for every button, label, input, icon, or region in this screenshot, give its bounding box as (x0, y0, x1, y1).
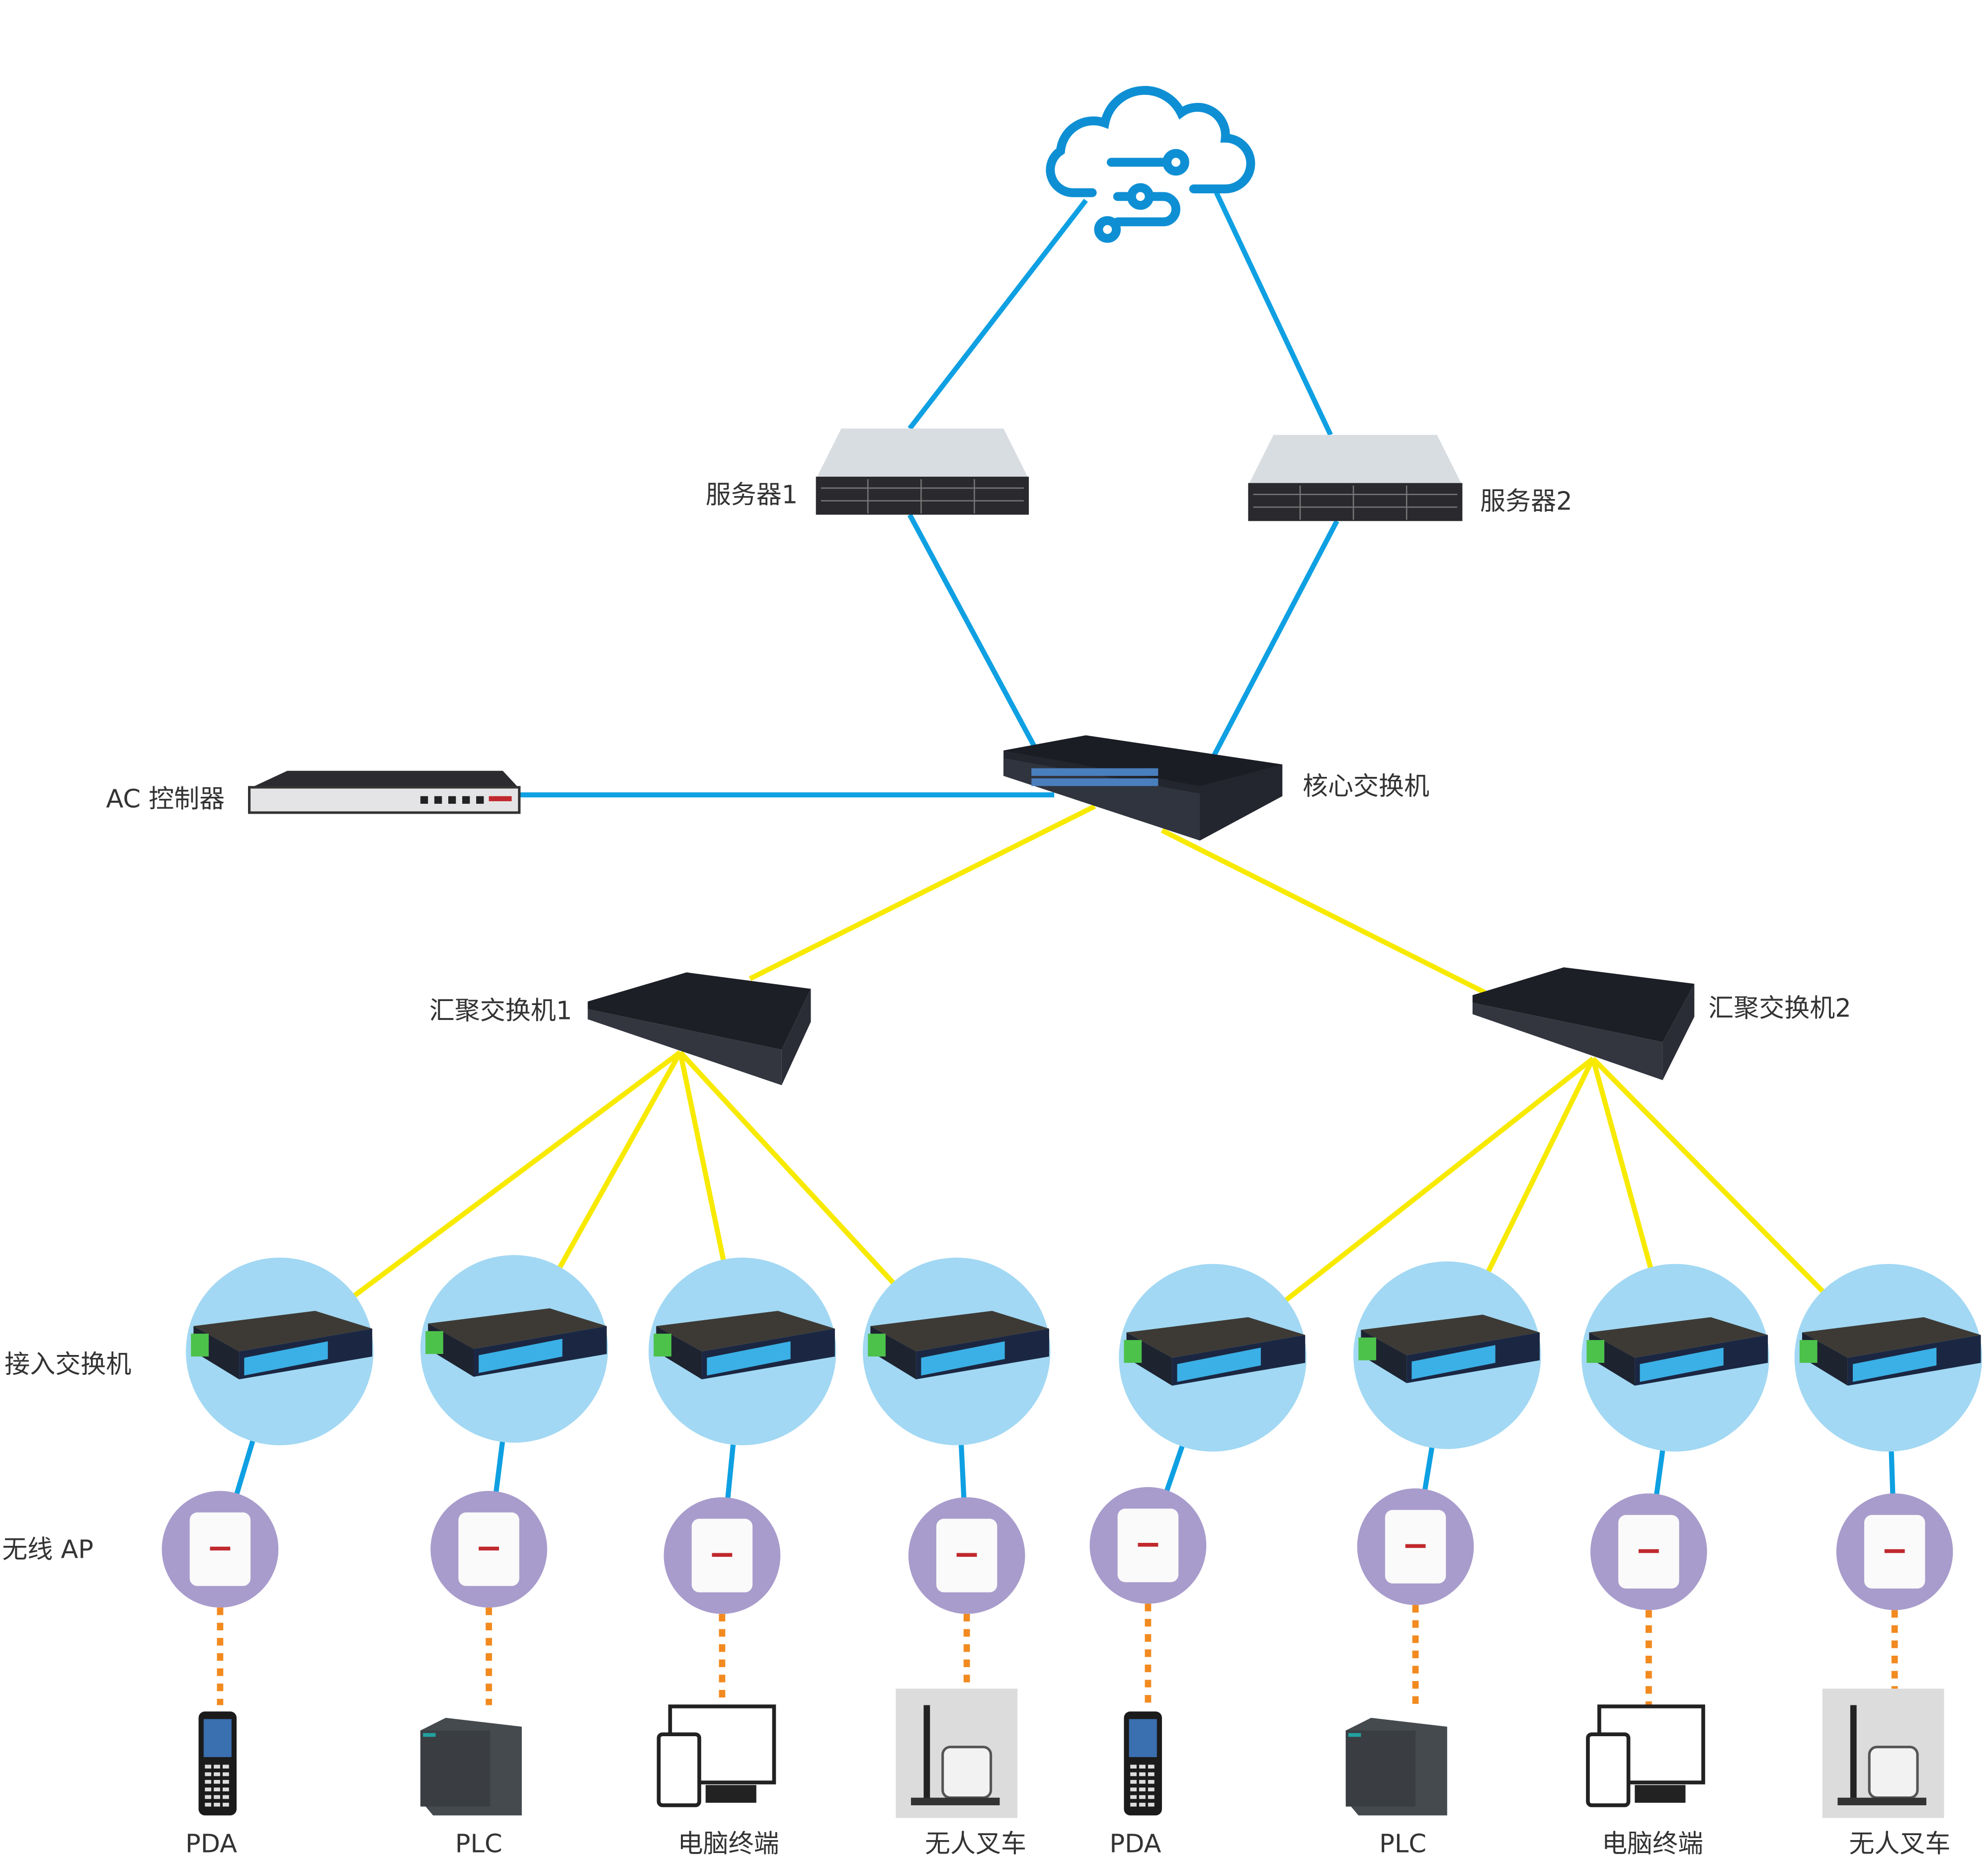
access-switch[interactable] (1119, 1264, 1307, 1452)
access-switch[interactable] (420, 1255, 608, 1443)
terminal-block-icon (191, 1334, 209, 1357)
forklift-device[interactable] (1822, 1688, 1944, 1818)
brand-logo-icon (479, 1546, 499, 1551)
core-switch[interactable] (1003, 735, 1283, 841)
brand-logo-icon (1138, 1543, 1159, 1547)
server-1-label: 服务器1 (706, 481, 798, 510)
forklift-device[interactable] (896, 1688, 1018, 1818)
terminal-label: 无人叉车 (1849, 1829, 1950, 1856)
access-switch[interactable] (1794, 1264, 1983, 1452)
server-2-core-link (1210, 519, 1339, 759)
brand-logo-icon (712, 1553, 733, 1557)
wireless-ap[interactable] (1357, 1488, 1474, 1605)
access-switch[interactable] (186, 1258, 374, 1445)
plc-device[interactable] (420, 1717, 522, 1816)
brand-logo-icon (1884, 1549, 1905, 1553)
access-switch-row-label: 接入交换机 (4, 1350, 131, 1379)
terminal-label: 电脑终端 (678, 1829, 779, 1856)
core-switch-label: 核心交换机 (1303, 772, 1429, 801)
ac-controller[interactable] (248, 770, 521, 814)
wireless-ap[interactable] (1590, 1493, 1707, 1610)
wireless-ap[interactable] (1089, 1487, 1207, 1604)
terminal-block-icon (1586, 1340, 1605, 1363)
brand-logo-icon (210, 1546, 231, 1551)
access-switch[interactable] (648, 1258, 836, 1445)
aggregation-switch-1-label: 汇聚交换机1 (429, 997, 572, 1026)
links (217, 191, 1898, 1705)
wireless-ap[interactable] (663, 1497, 781, 1614)
brand-logo-icon (1638, 1549, 1659, 1553)
server-2-label: 服务器2 (1480, 487, 1572, 516)
core-aggregation-2-link (1160, 828, 1487, 995)
plc-device[interactable] (1345, 1717, 1447, 1816)
aggregation-switch-2[interactable] (1472, 967, 1695, 1081)
pda-device[interactable] (198, 1711, 237, 1816)
aggregation-switch-1[interactable] (587, 972, 811, 1086)
cloud-network-icon (1046, 85, 1255, 243)
terminal-block-icon (654, 1334, 671, 1357)
wireless-ap[interactable] (430, 1491, 547, 1608)
terminal-block-icon (425, 1331, 443, 1354)
brand-logo-icon (956, 1553, 977, 1557)
access-switch[interactable] (1581, 1264, 1769, 1452)
wireless-ap[interactable] (908, 1497, 1025, 1614)
pda-device[interactable] (1124, 1711, 1162, 1816)
terminal-label: 无人叉车 (925, 1829, 1026, 1856)
computer-device[interactable] (657, 1704, 776, 1807)
server-2[interactable] (1248, 434, 1463, 521)
core-aggregation-1-link (748, 804, 1096, 981)
aggregation-switch-2-label: 汇聚交换机2 (1708, 994, 1851, 1023)
brand-logo-icon (1405, 1544, 1426, 1548)
wireless-ap[interactable] (1836, 1493, 1953, 1610)
terminal-label: 电脑终端 (1602, 1829, 1703, 1856)
ac-controller-label: AC 控制器 (106, 785, 225, 814)
wireless-ap-row-label: 无线 AP (2, 1535, 93, 1565)
wireless-ap[interactable] (162, 1491, 279, 1608)
access-switch[interactable] (1353, 1261, 1541, 1449)
terminal-label: PLC (1379, 1829, 1426, 1856)
terminal-label: PLC (455, 1829, 502, 1856)
terminal-label: PDA (185, 1829, 237, 1856)
terminal-block-icon (1799, 1340, 1818, 1363)
server-1-core-link (907, 513, 1038, 750)
access-switch[interactable] (863, 1258, 1051, 1445)
terminal-block-icon (868, 1334, 886, 1357)
cloud-server-1-link (908, 198, 1088, 430)
terminal-block-icon (1358, 1337, 1376, 1360)
computer-device[interactable] (1586, 1704, 1705, 1807)
terminal-label: PDA (1109, 1829, 1161, 1856)
cloud-server-2-link (1214, 191, 1333, 436)
terminal-block-icon (1124, 1340, 1142, 1363)
access-nodes: PDA PLC 电脑终端 无人叉车 PDA PLC 电脑终端 无人叉车 (162, 1255, 1983, 1856)
server-1[interactable] (816, 428, 1029, 515)
